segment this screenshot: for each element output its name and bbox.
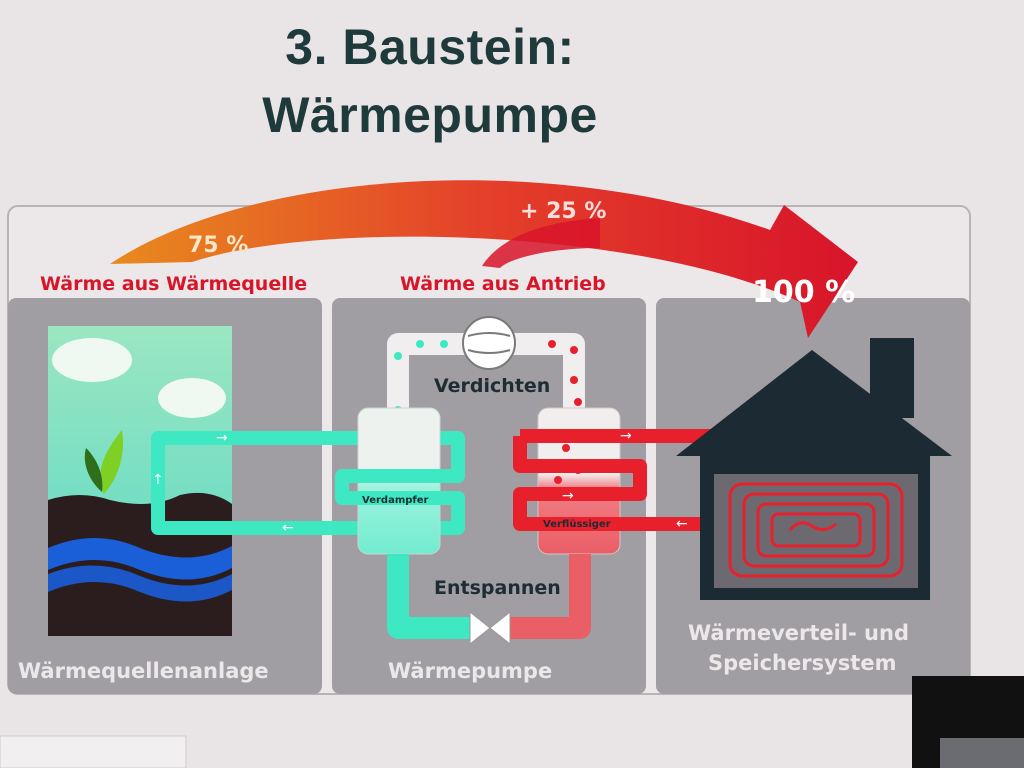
expansion-valve-icon (469, 610, 511, 646)
slide-title-line-2: Wärmepumpe (262, 87, 598, 143)
heat-flow-arrow (110, 180, 858, 338)
ground-scene (48, 326, 232, 636)
cloud-icon (52, 338, 132, 382)
drive-percent: + 25 % (520, 199, 606, 224)
svg-text:→: → (216, 430, 228, 446)
floor-heating-coil (728, 482, 904, 578)
evaporator-label: Verdampfer (362, 495, 429, 506)
svg-text:←: ← (282, 520, 294, 536)
slide-title-line-1: 3. Baustein: (285, 19, 575, 75)
plant-icon (100, 430, 124, 494)
svg-text:←: ← (676, 516, 688, 532)
desk-edge (0, 735, 187, 768)
pump-panel-caption: Wärmepumpe (388, 659, 552, 683)
compressor-icon (462, 316, 516, 370)
drive-heat-label: Wärme aus Antrieb (400, 273, 606, 295)
svg-text:→: → (620, 428, 632, 444)
cold-return-pipe (387, 554, 470, 639)
drive-heat-arrow (482, 218, 600, 268)
source-heat-label: Wärme aus Wärmequelle (40, 273, 307, 295)
svg-text:→: → (562, 488, 574, 504)
total-percent: 100 % (752, 275, 855, 310)
source-percent: 75 % (188, 233, 248, 258)
svg-text:↑: ↑ (152, 472, 164, 488)
cloud-icon (158, 378, 226, 418)
condenser-label: Verflüssiger (543, 519, 611, 530)
source-panel-caption: Wärmequellenanlage (18, 659, 269, 683)
compress-label: Verdichten (434, 375, 550, 397)
hot-return-pipe (510, 554, 591, 639)
distribution-panel-caption-2: Speichersystem (708, 651, 896, 675)
expand-label: Entspannen (434, 577, 561, 599)
distribution-panel-caption-1: Wärmeverteil- und (688, 621, 909, 645)
